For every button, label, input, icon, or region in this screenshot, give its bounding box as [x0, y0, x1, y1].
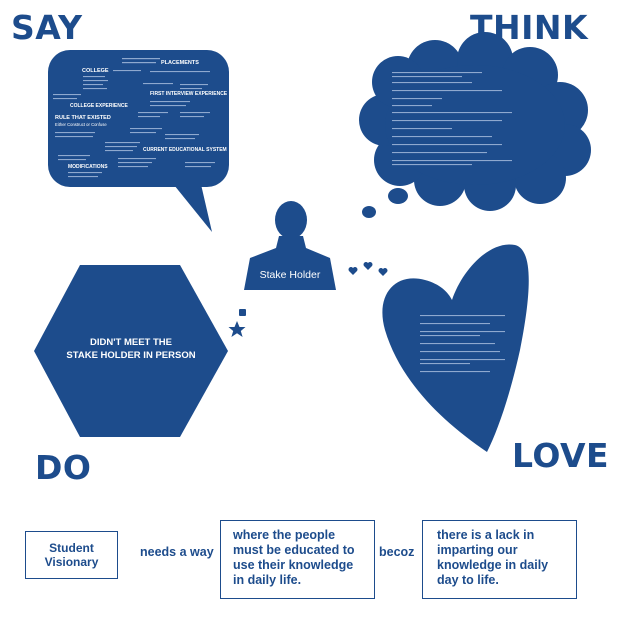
thought-bubble-small — [362, 206, 376, 218]
say-speech-bubble: COLLEGE PLACEMENTS FIRST INTERVIEW EXPER… — [48, 50, 229, 232]
heart-icon — [348, 267, 358, 275]
reason-box: there is a lack in imparting our knowled… — [422, 520, 577, 599]
say-heading-college-experience: COLLEGE EXPERIENCE — [70, 103, 128, 109]
think-unreadable-text — [392, 72, 512, 166]
quadrant-label-think: THINK — [470, 8, 589, 47]
love-unreadable-text — [420, 315, 505, 373]
say-subheading: Either Construct or Confuse — [55, 122, 107, 127]
do-text-line: DIDN'T MEET THE — [90, 337, 172, 348]
star-icon — [228, 321, 246, 337]
say-heading-rule: RULE THAT EXISTED — [55, 115, 111, 121]
say-heading-modifications: MODIFICATIONS — [68, 164, 108, 170]
quadrant-label-love: LOVE — [512, 436, 610, 475]
subject-box: Student Visionary — [25, 531, 118, 579]
say-heading-current-system: CURRENT EDUCATIONAL SYSTEM — [143, 147, 227, 153]
connector-text: becoz — [379, 545, 415, 559]
verb-text: needs a way — [140, 545, 214, 559]
quadrant-label-do: DO — [35, 448, 92, 487]
do-hexagon — [34, 265, 228, 437]
do-text-line: STAKE HOLDER IN PERSON — [66, 350, 195, 361]
love-heart-shape — [382, 244, 529, 452]
do-hexagon-text: DIDN'T MEET THE STAKE HOLDER IN PERSON — [66, 337, 195, 361]
small-hearts — [348, 262, 388, 276]
say-unreadable-text — [53, 58, 215, 178]
say-heading-placements: PLACEMENTS — [161, 60, 199, 66]
stakeholder-figure — [244, 201, 336, 290]
think-cloud — [359, 32, 591, 211]
say-heading-first-interview: FIRST INTERVIEW EXPERIENCE — [150, 91, 228, 97]
object-box: where the people must be educated to use… — [220, 520, 375, 599]
heart-icon — [378, 268, 388, 276]
quadrant-label-say: SAY — [11, 8, 83, 47]
say-heading-college: COLLEGE — [82, 68, 109, 74]
stakeholder-label: Stake Holder — [260, 269, 321, 281]
thought-bubble-large — [388, 188, 408, 204]
heart-icon — [363, 262, 373, 270]
small-square-icon — [239, 309, 246, 316]
